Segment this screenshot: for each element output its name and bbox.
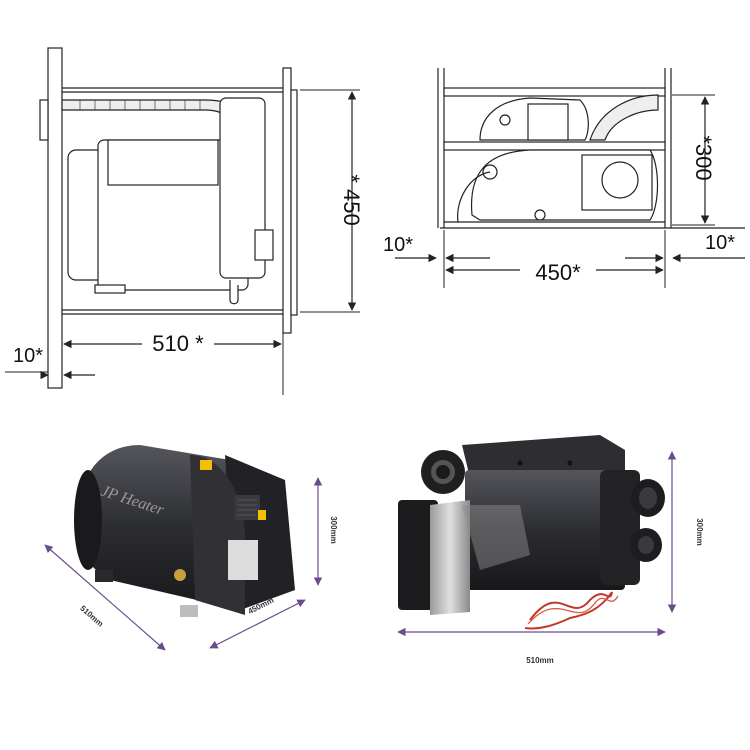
front-width-label: 450* (535, 260, 581, 285)
cabinet-left-wall (47, 47, 63, 389)
photo-left-height-label: 300mm (329, 516, 338, 544)
front-clearance-dims: 10* 10* (383, 232, 745, 263)
front-height-dim: *300 (672, 94, 716, 226)
side-clearance-label: 10* (13, 345, 43, 367)
front-height-label: *300 (691, 135, 716, 180)
middle-shelf (443, 141, 666, 151)
heater-photo-3quarter: JP Heater (74, 445, 295, 617)
photo-right-dims: 300mm 510mm (397, 451, 704, 665)
aluminium-plate (430, 500, 470, 615)
power-wire (524, 591, 613, 630)
heater-fan-housing (219, 97, 266, 279)
rating-label (228, 540, 258, 580)
photo-left-length-label: 510mm (78, 604, 105, 629)
photo-right-length-label: 510mm (526, 656, 554, 665)
upper-shelf (443, 87, 666, 97)
front-width-dim: 450* (443, 230, 666, 288)
cabinet-door (282, 67, 292, 334)
photo-right-height-label: 300mm (695, 518, 704, 546)
side-width-label: 510 * (152, 331, 204, 356)
heater-photo-side (398, 435, 665, 630)
side-width-dim: 510 * (61, 318, 284, 395)
side-view-drawing (39, 47, 298, 389)
front-view-drawing (437, 68, 745, 229)
heater-end-housing (398, 500, 438, 610)
front-clearance-right-label: 10* (705, 232, 735, 254)
side-height-label: * 450 (339, 174, 364, 225)
front-clearance-left-label: 10* (383, 234, 413, 256)
side-clearance-dim: 10* (5, 345, 95, 380)
side-height-dim: * 450 (300, 89, 364, 313)
heater-top-housing (462, 435, 625, 478)
